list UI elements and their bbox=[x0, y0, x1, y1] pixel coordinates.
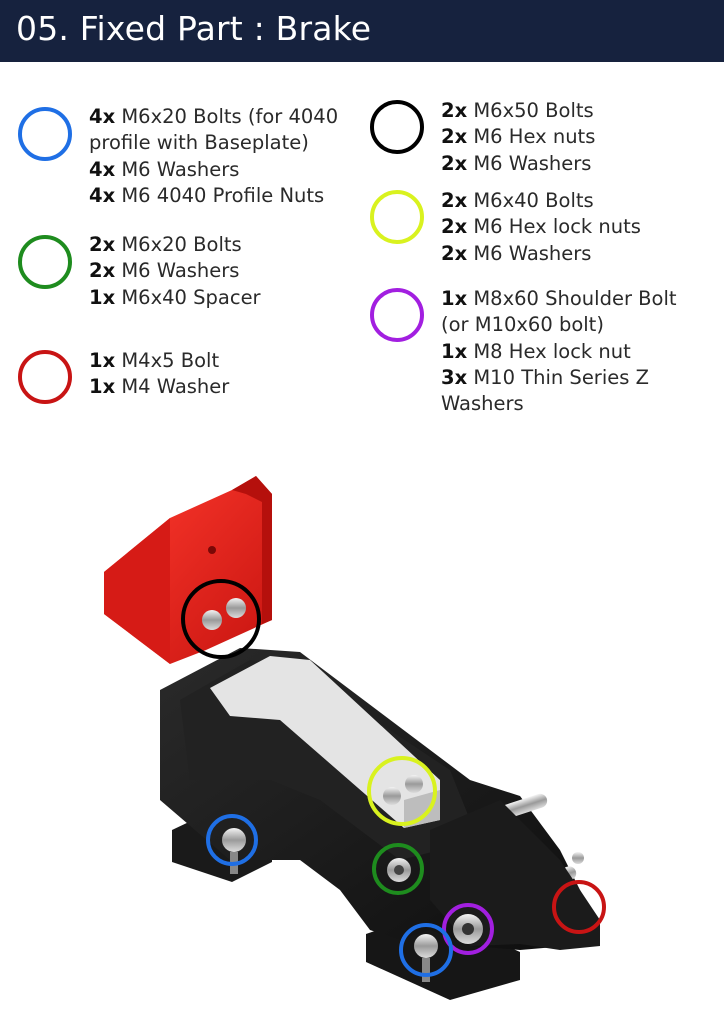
marker-green-ring bbox=[372, 843, 424, 895]
hardware-line: 1x M6x40 Spacer bbox=[89, 285, 261, 309]
spacer-bolt bbox=[387, 858, 411, 882]
hardware-line: 2x M6 Washers bbox=[89, 259, 240, 283]
marker-blue-ring-left bbox=[206, 814, 258, 866]
red-pedal-housing bbox=[104, 476, 272, 664]
purple-ring-icon bbox=[370, 288, 424, 342]
hardware-line: 2x M6x40 Bolts bbox=[441, 189, 594, 212]
marker-yellow-ring bbox=[367, 756, 437, 826]
outer-frame-plate bbox=[430, 800, 600, 950]
marker-purple-ring bbox=[442, 903, 494, 955]
bolt-base-right bbox=[414, 934, 438, 982]
bolt-pair-middle bbox=[383, 775, 423, 805]
marker-red-ring bbox=[552, 880, 606, 934]
green-ring-icon bbox=[18, 235, 72, 289]
hardware-line: 4x M6 Washers bbox=[89, 157, 240, 181]
m4-bolt bbox=[572, 852, 584, 864]
blue-ring-icon bbox=[18, 107, 72, 161]
hardware-line: Washers bbox=[441, 392, 524, 416]
brake-assembly-illustration bbox=[104, 476, 606, 1000]
hardware-line: (or M10x60 bolt) bbox=[441, 313, 604, 337]
page-header: 05. Fixed Part : Brake bbox=[0, 0, 724, 62]
slide-plate bbox=[210, 656, 440, 828]
hardware-line: 1x M4x5 Bolt bbox=[89, 349, 220, 372]
hardware-line: 3x M10 Thin Series Z bbox=[441, 365, 649, 389]
callout-rings bbox=[181, 579, 606, 977]
marker-blue-ring-right bbox=[399, 923, 453, 977]
yellow-ring-icon bbox=[370, 190, 424, 244]
hardware-line: 2x M6 Hex nuts bbox=[441, 125, 596, 149]
shoulder-bolt bbox=[453, 914, 483, 944]
hardware-line: 1x M8 Hex lock nut bbox=[441, 339, 631, 363]
hardware-line: 2x M6 Washers bbox=[441, 151, 592, 175]
hardware-line: 2x M6x20 Bolts bbox=[89, 233, 242, 256]
red-ring-icon bbox=[18, 350, 72, 404]
bolt-pair-top bbox=[202, 598, 246, 630]
hardware-line: 1x M4 Washer bbox=[89, 375, 230, 399]
hardware-line: 4x M6x20 Bolts (for 4040 bbox=[89, 105, 339, 128]
hardware-line: 1x M8x60 Shoulder Bolt bbox=[441, 287, 677, 310]
hardware-line: 2x M6x50 Bolts bbox=[441, 99, 594, 122]
hardware-line: 2x M6 Hex lock nuts bbox=[441, 215, 641, 239]
marker-black-ring bbox=[181, 579, 261, 659]
hardware-line: 4x M6 4040 Profile Nuts bbox=[89, 183, 325, 207]
black-ring-icon bbox=[370, 100, 424, 154]
hardware-line: profile with Baseplate) bbox=[89, 131, 309, 155]
hardware-line: 2x M6 Washers bbox=[441, 241, 592, 265]
page-title: 05. Fixed Part : Brake bbox=[16, 9, 372, 48]
